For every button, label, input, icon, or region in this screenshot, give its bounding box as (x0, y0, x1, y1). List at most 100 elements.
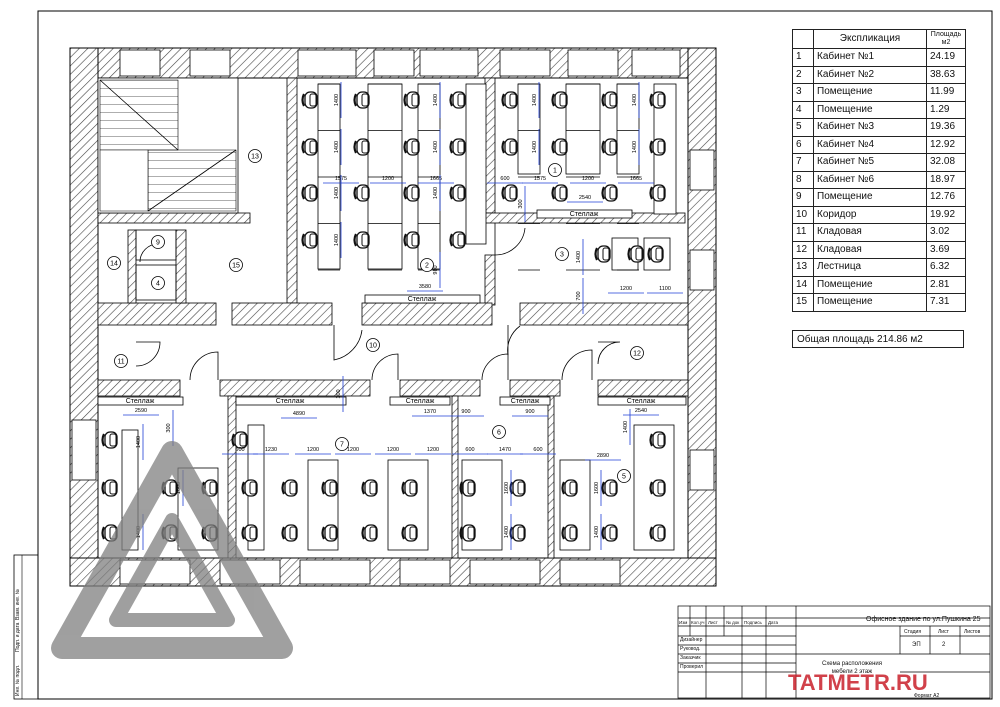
tb-col-change: Изм (679, 620, 688, 625)
office-chair (459, 523, 477, 543)
dimension-label-vertical: 1400 (433, 94, 439, 106)
explication-row-number: 9 (792, 188, 814, 207)
shelf-label: Стеллаж (126, 398, 155, 405)
dimension-label-vertical: 100 (336, 389, 342, 398)
explication-row-number: 7 (792, 153, 814, 172)
watermark-logo (51, 441, 293, 659)
office-chair (449, 230, 467, 250)
desk (367, 83, 403, 270)
room-marker-number: 3 (560, 252, 564, 259)
dimension-label: 1470 (499, 447, 511, 453)
desk (465, 83, 487, 245)
dimension-label-vertical: 1400 (433, 141, 439, 153)
dimension-label-vertical: 1400 (334, 94, 340, 106)
office-chair (601, 90, 619, 110)
explication-row-name: Помещение (813, 100, 927, 119)
dimension-label: 2890 (597, 453, 609, 459)
explication-row-number: 15 (792, 293, 814, 312)
office-chair (649, 478, 667, 498)
explication-row-area: 32.08 (926, 153, 966, 172)
dimension-label-vertical: 1600 (594, 482, 600, 494)
office-chair (403, 137, 421, 157)
room-marker-circle (366, 338, 380, 352)
office-chair (501, 183, 519, 203)
explication-row-name: Кабинет №2 (813, 65, 927, 84)
explication-row-name: Кабинет №5 (813, 153, 927, 172)
dimension-label: 1200 (620, 286, 632, 292)
office-chair (649, 90, 667, 110)
watermark-text: TATMETR.RU (788, 670, 928, 695)
office-chair (561, 478, 579, 498)
explication-row-number: 13 (792, 258, 814, 277)
explication-row-name: Кабинет №4 (813, 135, 927, 154)
explication-row-area: 19.92 (926, 205, 966, 224)
office-chair (649, 183, 667, 203)
dimension-label: 1200 (382, 176, 394, 182)
interior-walls (97, 77, 689, 559)
room-marker-number: 7 (340, 442, 344, 449)
tb-sheet-label: Лист (938, 629, 949, 635)
explication-row-area: 3.69 (926, 240, 966, 259)
office-chair (601, 478, 619, 498)
dimension-label: 900 (461, 409, 470, 415)
staircase (97, 77, 239, 214)
office-chair (449, 90, 467, 110)
explication-row-area: 12.76 (926, 188, 966, 207)
explication-row-name: Лестница (813, 258, 927, 277)
exterior-walls (69, 47, 717, 587)
office-chair (241, 523, 259, 543)
dimension-label: 1200 (347, 447, 359, 453)
explication-header-area: Площадь м2 (926, 29, 966, 49)
room-marker-circle (617, 469, 631, 483)
project-name: Офисное здание по ул.Пушкина 25 (866, 616, 981, 623)
office-chair (449, 183, 467, 203)
tb-sheets-label: Листов (964, 629, 981, 635)
office-chair (353, 183, 371, 203)
explication-row-area: 7.31 (926, 293, 966, 312)
room-marker-number: 14 (110, 261, 118, 268)
dimension-label: 600 (465, 447, 474, 453)
explication-header-row: Экспликация Площадь м2 (792, 29, 966, 49)
dimension-label: 1665 (430, 176, 442, 182)
dimension-label-vertical: 1400 (632, 94, 638, 106)
room-marker-number: 2 (425, 263, 429, 270)
dimension-label-vertical: 1400 (334, 234, 340, 246)
shelves (97, 209, 687, 406)
explication-row-name: Коридор (813, 205, 927, 224)
office-chair (449, 137, 467, 157)
explication-row-area: 6.32 (926, 258, 966, 277)
room-marker-number: 11 (117, 359, 124, 366)
explication-row-name: Кабинет №6 (813, 170, 927, 189)
explication-row-name: Кабинет №3 (813, 118, 927, 137)
explication-row-area: 11.99 (926, 83, 966, 102)
room-marker-circle (151, 235, 165, 249)
tb-role-manager: Руковод. (680, 646, 701, 652)
explication-row-number: 8 (792, 170, 814, 189)
side-label-inv: Инв. № подл. (15, 664, 21, 696)
shelf-label: Стеллаж (511, 398, 540, 405)
explication-row-number: 4 (792, 100, 814, 119)
dimension-label: 600 (533, 447, 542, 453)
dimension-label: 1200 (307, 447, 319, 453)
room-marker-circle (548, 163, 562, 177)
tb-col-count: Кол.уч (691, 620, 705, 625)
office-chair (501, 137, 519, 157)
dimension-label: 1370 (424, 409, 436, 415)
office-chair (403, 90, 421, 110)
tb-col-sign: Подпись (744, 620, 762, 625)
office-chair (353, 90, 371, 110)
explication-row-number: 6 (792, 135, 814, 154)
dimension-label: 1575 (534, 176, 546, 182)
tb-role-checker: Проверил (680, 664, 704, 670)
shelf-label: Стеллаж (276, 398, 305, 405)
dimension-label: 4890 (293, 411, 305, 417)
dimension-label-vertical: 1400 (632, 141, 638, 153)
room-marker-number: 4 (156, 281, 160, 288)
office-chair (301, 137, 319, 157)
